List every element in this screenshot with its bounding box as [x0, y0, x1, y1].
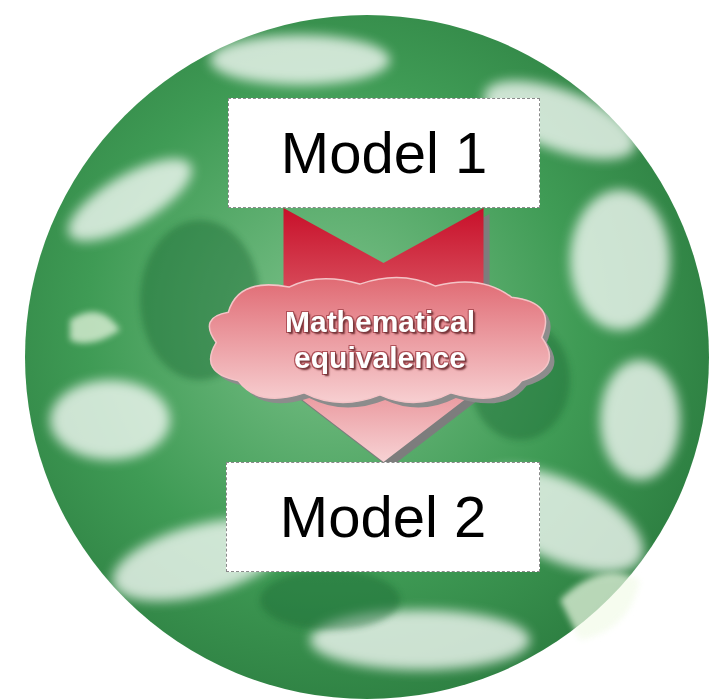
cloud-shape: Mathematical equivalence: [198, 272, 562, 408]
cloud-outline: [198, 272, 562, 408]
equivalence-label: Mathematical equivalence: [255, 304, 505, 376]
model-box: Model 2: [226, 462, 540, 572]
model-label: Model 1: [281, 121, 487, 185]
model-label: Model 2: [280, 485, 486, 549]
model-box: Model 1: [228, 98, 540, 208]
